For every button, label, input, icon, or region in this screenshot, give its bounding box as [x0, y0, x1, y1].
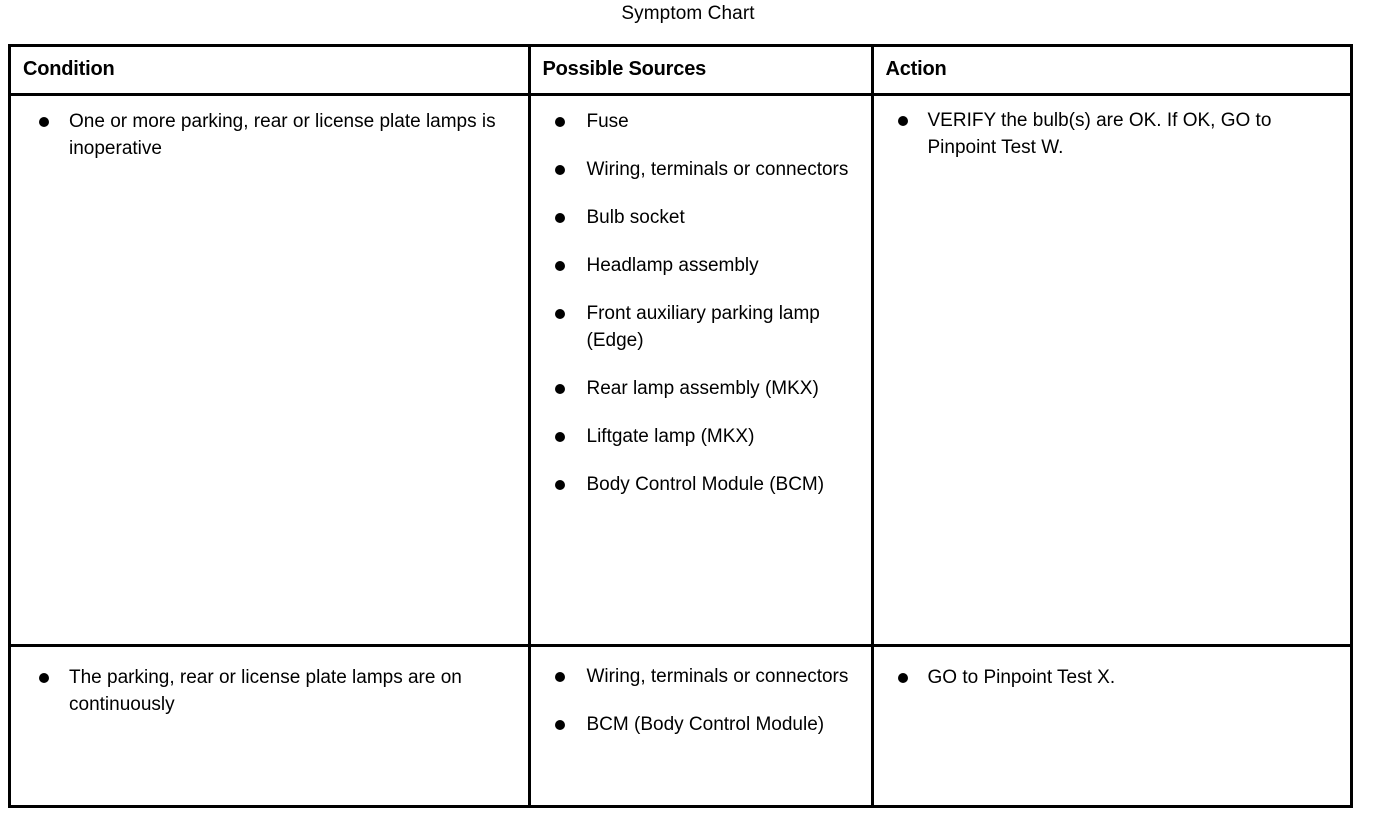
list-item: Fuse	[531, 108, 861, 135]
page-title: Symptom Chart	[621, 3, 755, 24]
list-item: Headlamp assembly	[531, 252, 861, 279]
column-header-condition: Condition	[11, 47, 529, 96]
cell-condition: One or more parking, rear or license pla…	[11, 94, 529, 647]
bullet-icon	[554, 261, 565, 271]
list-item: The parking, rear or license plate lamps…	[11, 664, 518, 718]
list-item: Rear lamp assembly (MKX)	[531, 375, 861, 402]
list-item-text: Bulb socket	[586, 207, 685, 228]
table-row: The parking, rear or license plate lamps…	[11, 645, 1350, 806]
column-header-action: Action	[870, 47, 1350, 96]
list-item: Front auxiliary parking lamp (Edge)	[531, 300, 861, 354]
bullet-icon	[897, 673, 908, 683]
action-list: GO to Pinpoint Test X.	[874, 664, 1341, 691]
bullet-icon	[554, 432, 565, 442]
list-item-text: Wiring, terminals or connectors	[586, 159, 849, 180]
bullet-icon	[554, 720, 565, 730]
cell-possible-sources: Wiring, terminals or connectors BCM (Bod…	[527, 645, 872, 805]
list-item: Wiring, terminals or connectors	[531, 663, 861, 690]
column-header-action-label: Action	[885, 58, 947, 80]
list-item-text: BCM (Body Control Module)	[586, 714, 825, 735]
bullet-icon	[554, 309, 565, 319]
list-item: GO to Pinpoint Test X.	[874, 664, 1341, 691]
list-item-text: One or more parking, rear or license pla…	[69, 111, 496, 159]
list-item: Wiring, terminals or connectors	[531, 156, 861, 183]
list-item-text: Fuse	[586, 111, 629, 132]
bullet-icon	[554, 117, 565, 127]
possible-sources-list: Wiring, terminals or connectors BCM (Bod…	[531, 663, 861, 738]
bullet-icon	[554, 384, 565, 394]
list-item-text: Rear lamp assembly (MKX)	[586, 378, 819, 399]
list-item-text: Front auxiliary parking lamp (Edge)	[586, 303, 820, 351]
column-header-possible-sources-label: Possible Sources	[542, 58, 707, 80]
cell-action: VERIFY the bulb(s) are OK. If OK, GO to …	[870, 94, 1350, 647]
column-header-condition-label: Condition	[23, 58, 115, 80]
action-list: VERIFY the bulb(s) are OK. If OK, GO to …	[874, 107, 1341, 161]
list-item: Bulb socket	[531, 204, 861, 231]
bullet-icon	[554, 480, 565, 490]
condition-list: One or more parking, rear or license pla…	[11, 108, 518, 162]
column-header-possible-sources: Possible Sources	[527, 47, 872, 96]
bullet-icon	[897, 116, 908, 126]
list-item: Body Control Module (BCM)	[531, 471, 861, 498]
bullet-icon	[554, 672, 565, 682]
bullet-icon	[554, 165, 565, 175]
list-item: BCM (Body Control Module)	[531, 711, 861, 738]
list-item-text: The parking, rear or license plate lamps…	[69, 667, 462, 715]
possible-sources-list: Fuse Wiring, terminals or connectors Bul…	[531, 108, 861, 498]
cell-action: GO to Pinpoint Test X.	[870, 645, 1350, 805]
list-item: VERIFY the bulb(s) are OK. If OK, GO to …	[874, 107, 1341, 161]
table-header-row: Condition Possible Sources Action	[11, 47, 1350, 96]
list-item-text: Liftgate lamp (MKX)	[586, 426, 755, 447]
list-item-text: Headlamp assembly	[586, 255, 759, 276]
list-item-text: GO to Pinpoint Test X.	[927, 667, 1116, 688]
list-item: One or more parking, rear or license pla…	[11, 108, 518, 162]
bullet-icon	[39, 117, 49, 127]
condition-list: The parking, rear or license plate lamps…	[11, 664, 518, 718]
symptom-chart-table: Condition Possible Sources Action	[8, 44, 1353, 808]
table-row: One or more parking, rear or license pla…	[11, 94, 1350, 647]
list-item-text: VERIFY the bulb(s) are OK. If OK, GO to …	[927, 110, 1272, 158]
list-item-text: Body Control Module (BCM)	[586, 474, 825, 495]
bullet-icon	[554, 213, 565, 223]
cell-condition: The parking, rear or license plate lamps…	[11, 646, 529, 806]
list-item: Liftgate lamp (MKX)	[531, 423, 861, 450]
cell-possible-sources: Fuse Wiring, terminals or connectors Bul…	[527, 94, 872, 647]
list-item-text: Wiring, terminals or connectors	[586, 666, 849, 687]
bullet-icon	[39, 673, 49, 683]
